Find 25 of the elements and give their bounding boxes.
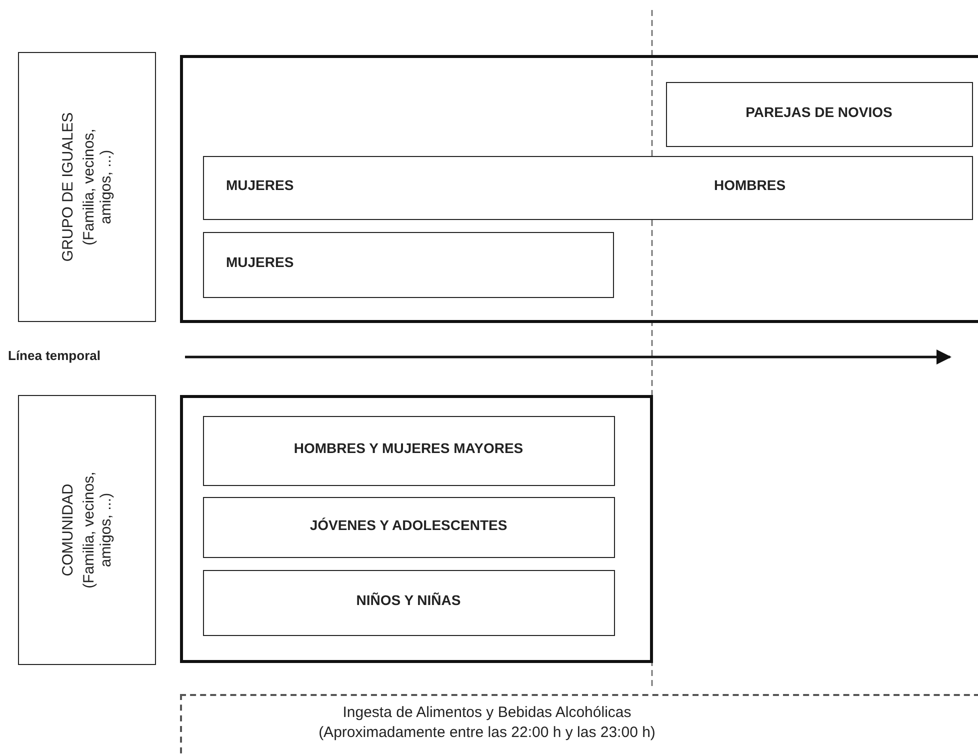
group-frame	[180, 395, 653, 663]
group-box	[203, 497, 615, 558]
group-label: JÓVENES Y ADOLESCENTES	[308, 516, 508, 532]
group-box	[203, 156, 973, 220]
category-box	[18, 52, 156, 322]
note-text: (Aproximadamente entre las 22:00 h y las 23:00 h)	[318, 724, 656, 741]
group-label: NIÑOS Y NIÑAS	[355, 592, 462, 608]
category-title: COMUNIDAD	[60, 484, 76, 576]
group-label: MUJERES	[226, 177, 294, 193]
note-text: Ingesta de Alimentos y Bebidas Alcohólicas	[342, 704, 632, 721]
group-box	[203, 570, 615, 636]
group-frame	[180, 55, 978, 323]
timeline-label: Línea temporal	[8, 348, 100, 363]
group-label: MUJERES	[226, 254, 294, 270]
category-title: GRUPO DE IGUALES	[60, 112, 76, 262]
group-label: HOMBRES	[714, 177, 786, 193]
group-label: PAREJAS DE NOVIOS	[744, 104, 894, 120]
group-box	[203, 232, 614, 298]
dashed-box	[180, 694, 978, 756]
group-label: HOMBRES Y MUJERES MAYORES	[292, 440, 524, 456]
group-box	[666, 82, 973, 147]
category-subtitle: (Familia, vecinos, amigos, ...)	[80, 128, 114, 248]
category-subtitle: (Familia, vecinos, amigos, ...)	[80, 470, 114, 590]
group-box	[203, 416, 615, 486]
category-box	[18, 395, 156, 665]
